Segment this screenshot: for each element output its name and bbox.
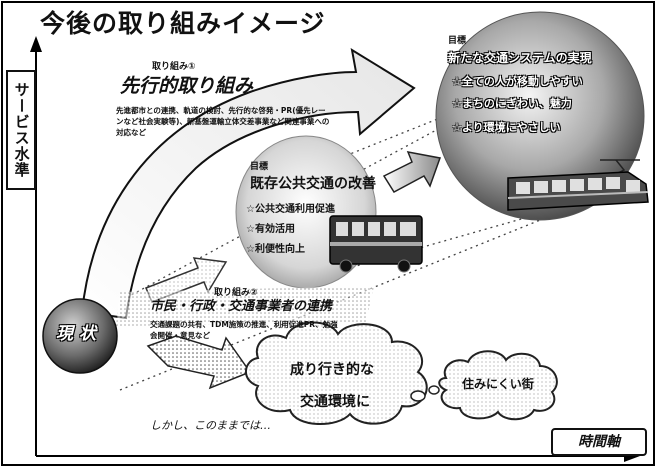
cloud2-label: 住みにくい街 [462,377,534,391]
cloud1-shape [245,321,428,426]
initiative2-description: 交通課題の共有、TDM施策の推進、利用促進PR、勉強会開催・意見など [150,320,338,340]
goal2-to-goal3-arrow [382,151,442,193]
cloud1-line1: 成り行き的な [290,362,374,378]
decline-arrow [146,335,252,390]
cloud-bubble-1 [410,390,426,402]
goal3-globe [435,11,645,221]
warning-text: しかし、このままでは… [150,419,271,432]
goal2-item: ☆利便性向上 [246,244,305,255]
goal2-tag: 目標 [250,162,269,172]
initiative2-title: 市民・行政・交通事業者の連携 [150,299,333,314]
goal3-tag: 目標 [448,36,467,46]
x-axis-label: 時間軸 [551,428,647,456]
goal3-item: ☆まちのにぎわい、魅力 [452,97,572,110]
cloud2-shape [438,350,558,421]
y-axis-arrowhead [30,36,42,52]
goal3-item: ☆全ての人が移動しやすい [452,75,583,88]
tram-illustration [507,159,649,211]
goal3-title: 新たな交通システムの実現 [448,51,592,65]
initiative1-tag: 取り組み① [152,62,196,72]
initiative1-arrow [80,47,416,320]
cloud1-line2: 交通環境に [300,394,370,410]
goal2-title: 既存公共交通の改善 [250,176,376,192]
goal3-item: ☆より環境にやさしい [452,121,561,134]
page-title: 今後の取り組みイメージ [40,9,326,38]
y-axis-label: サービス水準 [6,70,36,190]
now-label: 現状 [56,324,102,344]
goal2-item: ☆有効活用 [246,224,295,235]
bus-illustration [329,215,423,273]
now-globe [42,298,118,374]
initiative1-description: 先進都市との連携、軌道の検討、先行的な啓発・PR(優先レーンなど社会実験等)、新… [116,106,330,137]
goal2-item: ☆公共交通利用促進 [246,204,335,215]
initiative1-title: 先行的取り組み [120,75,254,97]
cloud-bubble-2 [428,385,440,395]
initiative2-band [116,286,374,326]
initiative2-tag: 取り組み② [214,288,258,298]
